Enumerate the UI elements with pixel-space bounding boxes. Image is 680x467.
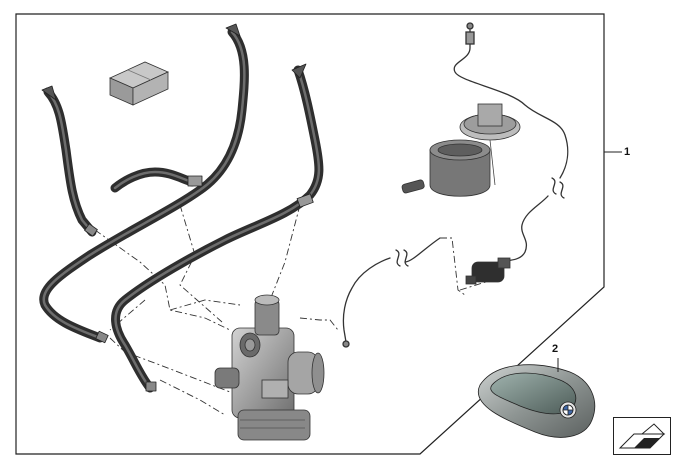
fuel-pump-module bbox=[401, 103, 521, 197]
coolant-hose-middle bbox=[39, 23, 249, 344]
page-nav-button[interactable] bbox=[613, 417, 671, 455]
small-parts-box bbox=[109, 61, 169, 106]
auxiliary-heater-unit bbox=[214, 294, 325, 441]
coolant-hose-left bbox=[41, 85, 98, 237]
fuel-line bbox=[342, 22, 569, 348]
fuel-metering-pump bbox=[465, 257, 511, 285]
callout-1: 1 bbox=[624, 146, 631, 158]
coolant-hose-right bbox=[111, 63, 324, 393]
display-key-remote bbox=[477, 358, 596, 438]
page-nav-arrow-icon bbox=[618, 423, 666, 449]
callout-2: 2 bbox=[552, 343, 559, 355]
